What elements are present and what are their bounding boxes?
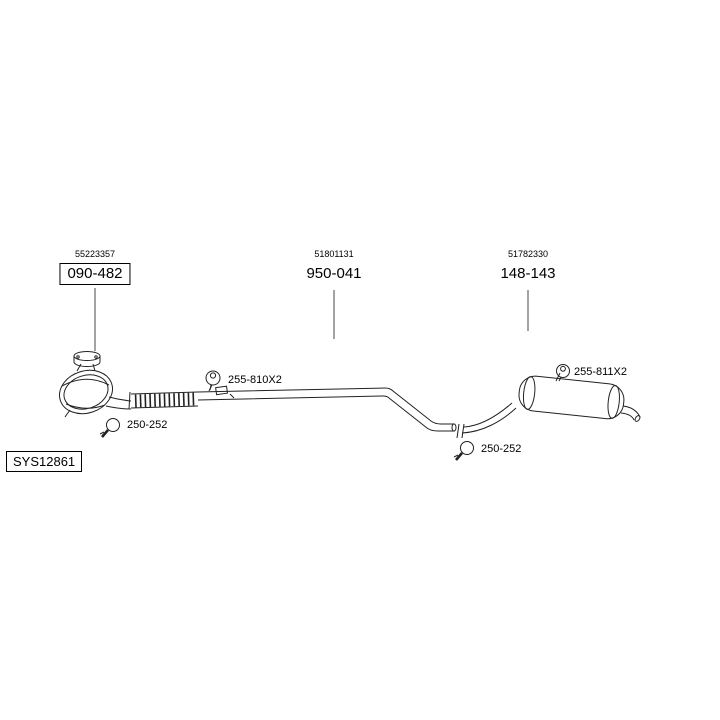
rubber-hanger-icon bbox=[205, 370, 221, 391]
oem-number-label: 55223357 bbox=[74, 249, 116, 259]
part-number-label[interactable]: 090-482 bbox=[59, 263, 131, 285]
center-pipe-drawing bbox=[197, 384, 457, 432]
rubber-hanger-icon bbox=[556, 364, 570, 382]
callout-label-clamp-front: 250-252 bbox=[127, 419, 168, 431]
callout-label-hanger-rear: 255-811X2 bbox=[574, 366, 628, 378]
callout-label-clamp-rear: 250-252 bbox=[481, 443, 522, 455]
clamp-icon bbox=[453, 441, 474, 461]
catalytic-converter-drawing bbox=[59, 351, 132, 418]
oem-number-label: 51801131 bbox=[314, 249, 354, 259]
part-number-label[interactable]: 148-143 bbox=[500, 265, 556, 282]
system-code-label[interactable]: SYS12861 bbox=[6, 451, 83, 472]
flex-pipe-drawing bbox=[128, 391, 199, 410]
clamp-icon bbox=[99, 418, 120, 438]
leader-lines bbox=[94, 288, 529, 351]
rear-muffler-drawing bbox=[456, 372, 641, 439]
oem-number-label: 51782330 bbox=[507, 249, 549, 259]
callout-label-hanger-center: 255-810X2 bbox=[228, 374, 282, 386]
part-number-label[interactable]: 950-041 bbox=[306, 265, 362, 282]
